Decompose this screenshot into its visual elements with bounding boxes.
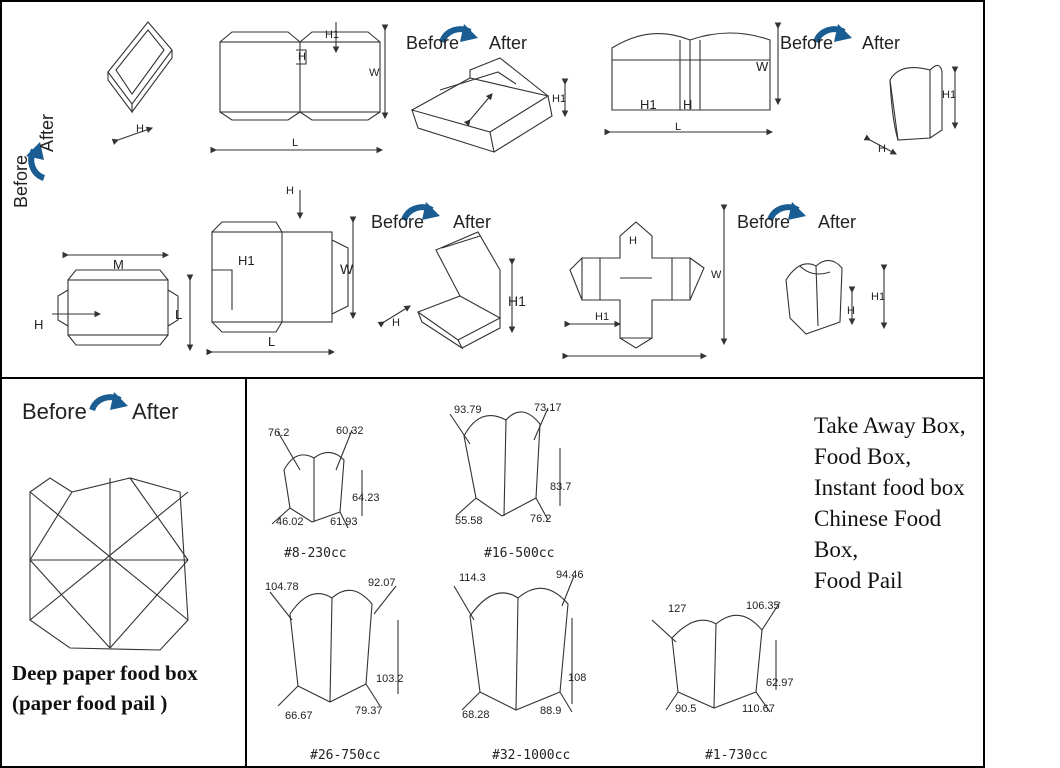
after-label: After [818, 212, 857, 232]
dim-w: W [756, 59, 769, 74]
box-open-1-drawing [410, 57, 569, 153]
pail-26-bottom-left: 66.67 [285, 710, 313, 722]
after-label: After [489, 33, 528, 53]
pail-16-height: 83.7 [550, 481, 572, 493]
box-blank-2-drawing [206, 190, 357, 356]
description-line: Instant food box [814, 475, 965, 500]
before-after-arrow-icon [92, 392, 128, 410]
before-label: Before [406, 33, 460, 53]
before-label-vertical: Before [11, 154, 31, 208]
pail-cross-blank-drawing [562, 204, 728, 360]
bottom-right-panel [245, 377, 985, 768]
fry-cup-blank-drawing [604, 22, 782, 136]
dim-h1: H1 [508, 293, 526, 309]
dim-l: L [175, 307, 183, 322]
pail-8-bottom-right: 61.93 [330, 516, 358, 528]
pail-1-drawing [651, 601, 781, 713]
pail-16-bottom-right: 76.2 [530, 513, 552, 525]
description-line: Take Away Box, [814, 413, 966, 438]
after-label: After [862, 33, 901, 53]
pail-26-drawing [269, 585, 399, 707]
tray-3d-drawing [107, 21, 173, 145]
pail-26-top-right: 92.07 [368, 577, 396, 589]
dim-h1: H1 [942, 89, 957, 101]
tray-flat-drawing [52, 251, 194, 352]
pail-1-bottom-left: 90.5 [675, 703, 697, 715]
pail-16-top-right: 73.17 [534, 402, 562, 414]
pail-32-bottom-left: 68.28 [462, 709, 490, 721]
pail-1-top-right: 106.35 [746, 600, 780, 612]
dim-l: L [675, 121, 682, 133]
dim-h1: H1 [640, 97, 657, 112]
pail-16-top-left: 93.79 [454, 404, 482, 416]
clamshell-box-drawing [377, 231, 516, 350]
dim-h: H [847, 305, 855, 317]
pail-8-height: 64.23 [352, 492, 380, 504]
pail-1-bottom-right: 110.67 [742, 703, 775, 715]
pail-8-drawing [271, 429, 363, 529]
dim-w: W [369, 67, 380, 79]
before-label: Before [22, 399, 87, 424]
pail-32-top-left: 114.3 [459, 572, 486, 584]
dim-h: H [683, 97, 693, 112]
dim-h: H [392, 317, 400, 329]
dim-l: L [268, 334, 276, 349]
pail-1-height: 62.97 [766, 677, 794, 689]
pail-32-height: 108 [568, 672, 587, 684]
before-label: Before [737, 212, 791, 232]
pail-3d-small-drawing [785, 259, 888, 335]
pail-32-bottom-right: 88.9 [540, 705, 562, 717]
dim-h: H [298, 51, 306, 63]
deep-pail-blank-drawing [29, 477, 189, 651]
description-line: Food Pail [814, 568, 903, 593]
dim-h: H [629, 235, 637, 247]
description-line: Food Box, [814, 444, 912, 469]
pail-32-size: #32-1000cc [492, 748, 571, 763]
pail-8-size: #8-230cc [284, 546, 347, 561]
dim-w: W [711, 269, 722, 281]
dim-w: W [340, 261, 354, 277]
dim-h: H [286, 185, 294, 197]
pail-32-drawing [453, 575, 575, 713]
pail-26-top-left: 104.78 [265, 581, 299, 593]
pail-8-top-right: 60.32 [336, 425, 364, 437]
box-blank-1-drawing [210, 22, 389, 154]
deep-pail-caption: Deep paper food box (paper food pail ) [12, 661, 198, 715]
dim-h: H [136, 123, 144, 135]
before-label: Before [780, 33, 834, 53]
pail-1-top-left: 127 [668, 603, 687, 615]
pail-16-drawing [449, 407, 561, 521]
dim-l: L [292, 137, 299, 149]
pail-26-size: #26-750cc [310, 748, 381, 763]
dim-h1: H1 [552, 93, 567, 105]
dim-h1: H1 [595, 311, 610, 323]
pail-16-size: #16-500cc [484, 546, 555, 561]
pail-1-size: #1-730cc [705, 748, 768, 763]
pail-16-bottom-left: 55.58 [455, 515, 483, 527]
dim-m: M [113, 257, 124, 272]
dim-h1: H1 [238, 253, 255, 268]
pail-26-bottom-right: 79.37 [355, 705, 383, 717]
pail-32-top-right: 94.46 [556, 569, 584, 581]
fry-cup-3d-drawing [863, 64, 959, 155]
dim-h1: H1 [325, 29, 340, 41]
dim-h: H [34, 317, 44, 332]
after-label: After [453, 212, 492, 232]
dim-h1: H1 [871, 291, 886, 303]
description-line: Chinese Food [814, 506, 942, 531]
pail-26-height: 103.2 [376, 673, 404, 685]
after-label-vertical: After [37, 113, 57, 152]
after-label: After [132, 399, 179, 424]
pail-8-top-left: 76.2 [268, 427, 290, 439]
description-line: Box, [814, 537, 859, 562]
dim-h: H [878, 143, 886, 155]
before-label: Before [371, 212, 425, 232]
pail-8-bottom-left: 46.02 [276, 516, 304, 528]
product-description: Take Away Box, Food Box, Instant food bo… [814, 410, 1004, 596]
